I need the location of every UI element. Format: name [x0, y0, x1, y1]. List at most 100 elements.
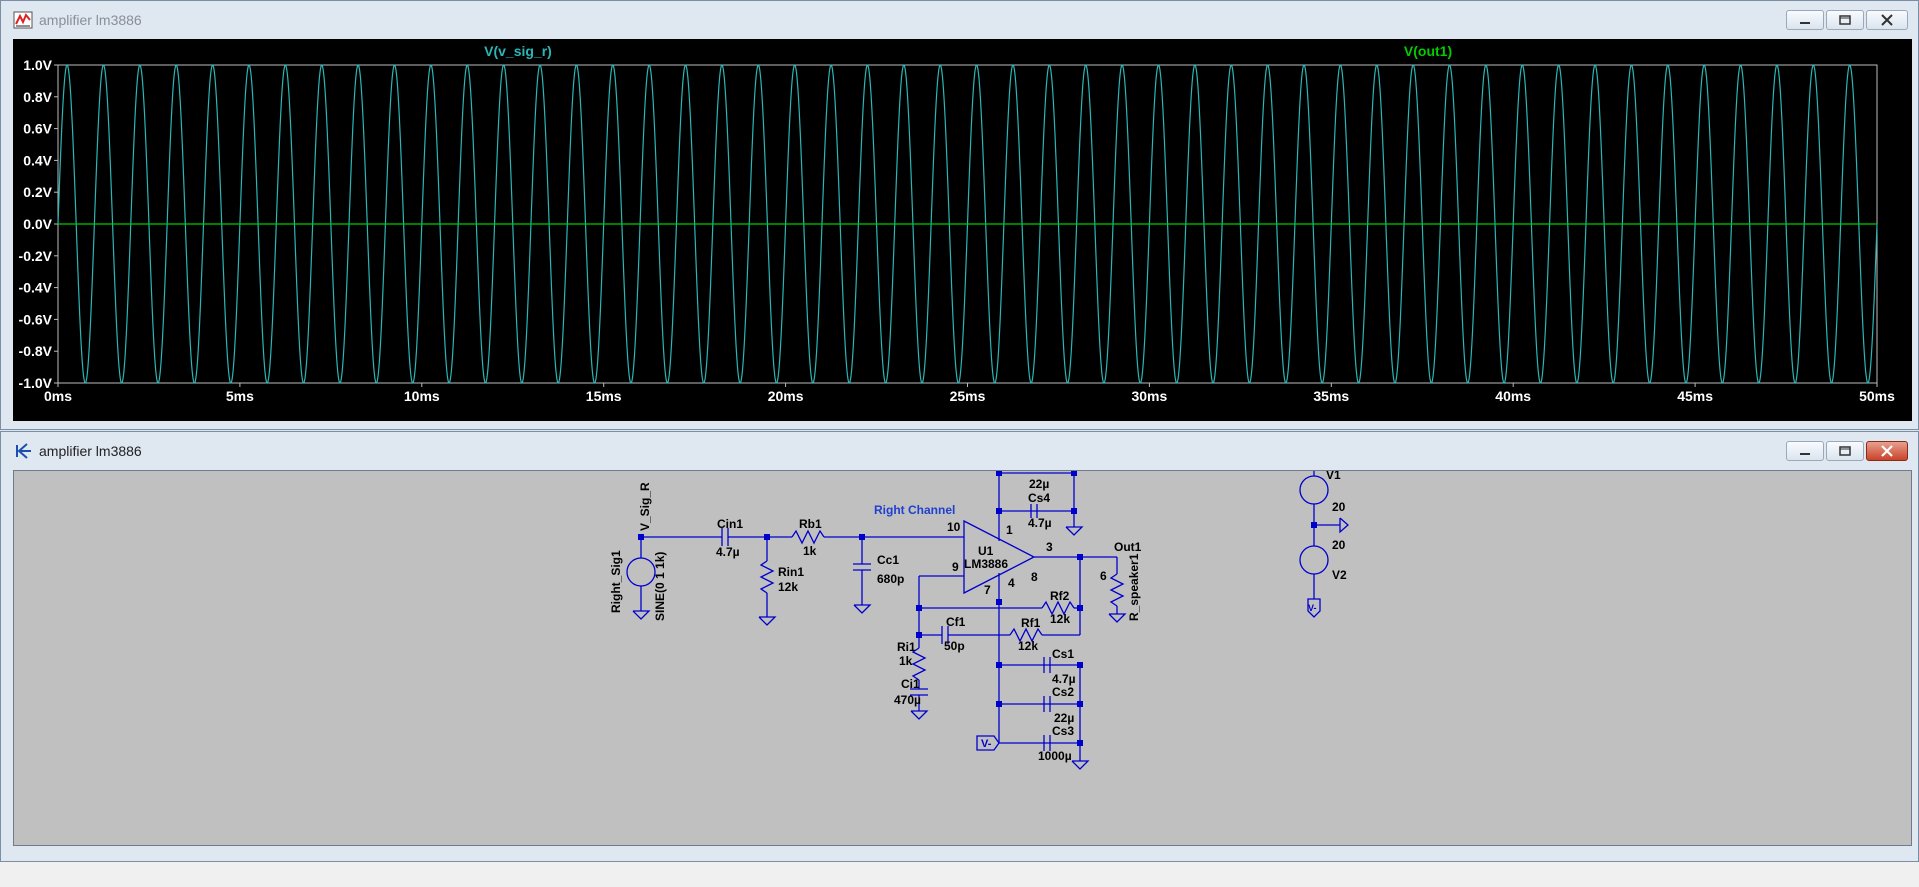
v1-source[interactable]	[1299, 475, 1329, 505]
trace-label-v-out1[interactable]: V(out1)	[1404, 43, 1452, 59]
label-cs1-val: 4.7µ	[1052, 672, 1076, 686]
x-tick-label: 15ms	[586, 388, 622, 404]
rf1-resistor[interactable]	[1009, 627, 1043, 643]
label-cs4-val: 4.7µ	[1028, 516, 1052, 530]
label-rin1-val: 12k	[778, 580, 798, 594]
minimize-icon	[1800, 22, 1810, 24]
y-tick-label: 0.2V	[23, 184, 52, 200]
rb1-resistor[interactable]	[791, 529, 825, 545]
schematic-app-icon	[16, 443, 31, 459]
label-cs2: Cs2	[1052, 685, 1074, 699]
label-vminus-port: V-	[981, 738, 992, 750]
x-tick-label: 10ms	[404, 388, 440, 404]
y-tick-label: -1.0V	[19, 375, 53, 391]
label-ci1-val: 470µ	[894, 693, 921, 707]
label-ci1: Ci1	[901, 677, 920, 691]
rf2-resistor[interactable]	[1041, 600, 1075, 616]
y-tick-label: -0.6V	[19, 311, 53, 327]
x-tick-label: 30ms	[1131, 388, 1167, 404]
schematic-window: amplifier lm3886	[0, 431, 1919, 862]
label-r-speaker1: R_speaker1	[1127, 553, 1141, 621]
x-tick-label: 40ms	[1495, 388, 1531, 404]
y-tick-label: -0.4V	[19, 280, 53, 296]
label-pin9: 9	[952, 560, 959, 574]
waveform-window-title: amplifier lm3886	[39, 12, 142, 28]
label-u1: U1	[978, 544, 994, 558]
label-v2: V2	[1332, 568, 1347, 582]
label-c22-top-val: 22µ	[1029, 477, 1049, 491]
label-v-sig-r: V_Sig_R	[638, 482, 652, 531]
rin1-resistor[interactable]	[759, 560, 775, 594]
y-tick-label: -0.8V	[19, 343, 53, 359]
v-minus-port[interactable]	[976, 735, 1000, 751]
schematic-titlebar[interactable]: amplifier lm3886	[1, 432, 1918, 470]
label-v2-val: 20	[1332, 538, 1346, 552]
label-cs1: Cs1	[1052, 647, 1074, 661]
label-rb1: Rb1	[799, 517, 822, 531]
close-button[interactable]	[1866, 441, 1908, 461]
waveform-titlebar[interactable]: amplifier lm3886	[1, 1, 1918, 39]
x-tick-label: 5ms	[226, 388, 254, 404]
label-cf1-val: 50p	[944, 639, 965, 653]
label-cin1: Cin1	[717, 517, 743, 531]
label-pin8: 8	[1031, 570, 1038, 584]
label-vminus2: V-	[1308, 603, 1317, 613]
label-rf1: Rf1	[1021, 616, 1041, 630]
label-rf2-val: 12k	[1050, 612, 1070, 626]
close-button[interactable]	[1866, 10, 1908, 30]
restore-icon	[1839, 446, 1851, 456]
minimize-button[interactable]	[1786, 441, 1824, 461]
label-pin7: 7	[984, 583, 991, 597]
label-v1: V1	[1326, 471, 1341, 482]
x-tick-label: 20ms	[768, 388, 804, 404]
waveform-window: amplifier lm3886 V(v_sig_r) V(out1) 1.0V…	[0, 0, 1919, 430]
trace-label-v-sig-r[interactable]: V(v_sig_r)	[484, 43, 552, 59]
label-pin3: 3	[1046, 540, 1053, 554]
status-bar	[0, 862, 1919, 887]
label-cin1-val: 4.7µ	[716, 545, 740, 559]
minimize-button[interactable]	[1786, 10, 1824, 30]
label-cc1: Cc1	[877, 553, 899, 567]
y-tick-label: 1.0V	[23, 57, 52, 73]
y-tick-label: 0.8V	[23, 89, 52, 105]
label-pin4: 4	[1008, 576, 1015, 590]
label-lm3886: LM3886	[964, 557, 1008, 571]
label-ri1: Ri1	[897, 640, 916, 654]
r-speaker1-resistor[interactable]	[1109, 573, 1125, 607]
restore-icon	[1839, 15, 1851, 25]
right-sig1-source[interactable]	[626, 557, 656, 587]
label-pin1: 1	[1006, 523, 1013, 537]
schematic-canvas[interactable]: V_Sig_R Right_Sig1 SINE(0 1 1k) Cin1 4.7…	[13, 470, 1912, 846]
waveform-plot-pane[interactable]: V(v_sig_r) V(out1) 1.0V 0.8V 0.6V 0.4V 0.2V 0…	[13, 39, 1912, 421]
y-tick-label: 0.0V	[23, 216, 52, 232]
label-cs3-val: 1000µ	[1038, 749, 1072, 763]
label-right-channel: Right Channel	[874, 503, 955, 517]
restore-button[interactable]	[1826, 441, 1864, 461]
close-icon	[1881, 445, 1893, 457]
label-rin1: Rin1	[778, 565, 804, 579]
close-icon	[1881, 14, 1893, 26]
label-sine: SINE(0 1 1k)	[653, 552, 667, 621]
label-rf2: Rf2	[1050, 589, 1070, 603]
waveform-chart[interactable]: V(v_sig_r) V(out1) 1.0V 0.8V 0.6V 0.4V 0.2V 0…	[13, 39, 1912, 421]
y-tick-label: -0.2V	[19, 248, 53, 264]
label-v1-val: 20	[1332, 500, 1346, 514]
label-right-sig1: Right_Sig1	[609, 550, 623, 613]
label-pin10: 10	[947, 520, 961, 534]
y-tick-label: 0.6V	[23, 121, 52, 137]
label-rb1-val: 1k	[803, 544, 817, 558]
schematic-drawing[interactable]: V_Sig_R Right_Sig1 SINE(0 1 1k) Cin1 4.7…	[14, 471, 1911, 845]
v2-source[interactable]	[1299, 545, 1329, 575]
x-tick-label: 35ms	[1313, 388, 1349, 404]
x-tick-label: 0ms	[44, 388, 72, 404]
y-tick-label: 0.4V	[23, 152, 52, 168]
ri1-resistor[interactable]	[911, 647, 927, 681]
label-cs2-val: 22µ	[1054, 711, 1074, 725]
label-cs3: Cs3	[1052, 724, 1074, 738]
label-cs4: Cs4	[1028, 491, 1050, 505]
restore-button[interactable]	[1826, 10, 1864, 30]
label-cc1-val: 680p	[877, 572, 904, 586]
label-rf1-val: 12k	[1018, 639, 1038, 653]
minimize-icon	[1800, 453, 1810, 455]
label-r-speaker1-val: 6	[1100, 569, 1107, 583]
